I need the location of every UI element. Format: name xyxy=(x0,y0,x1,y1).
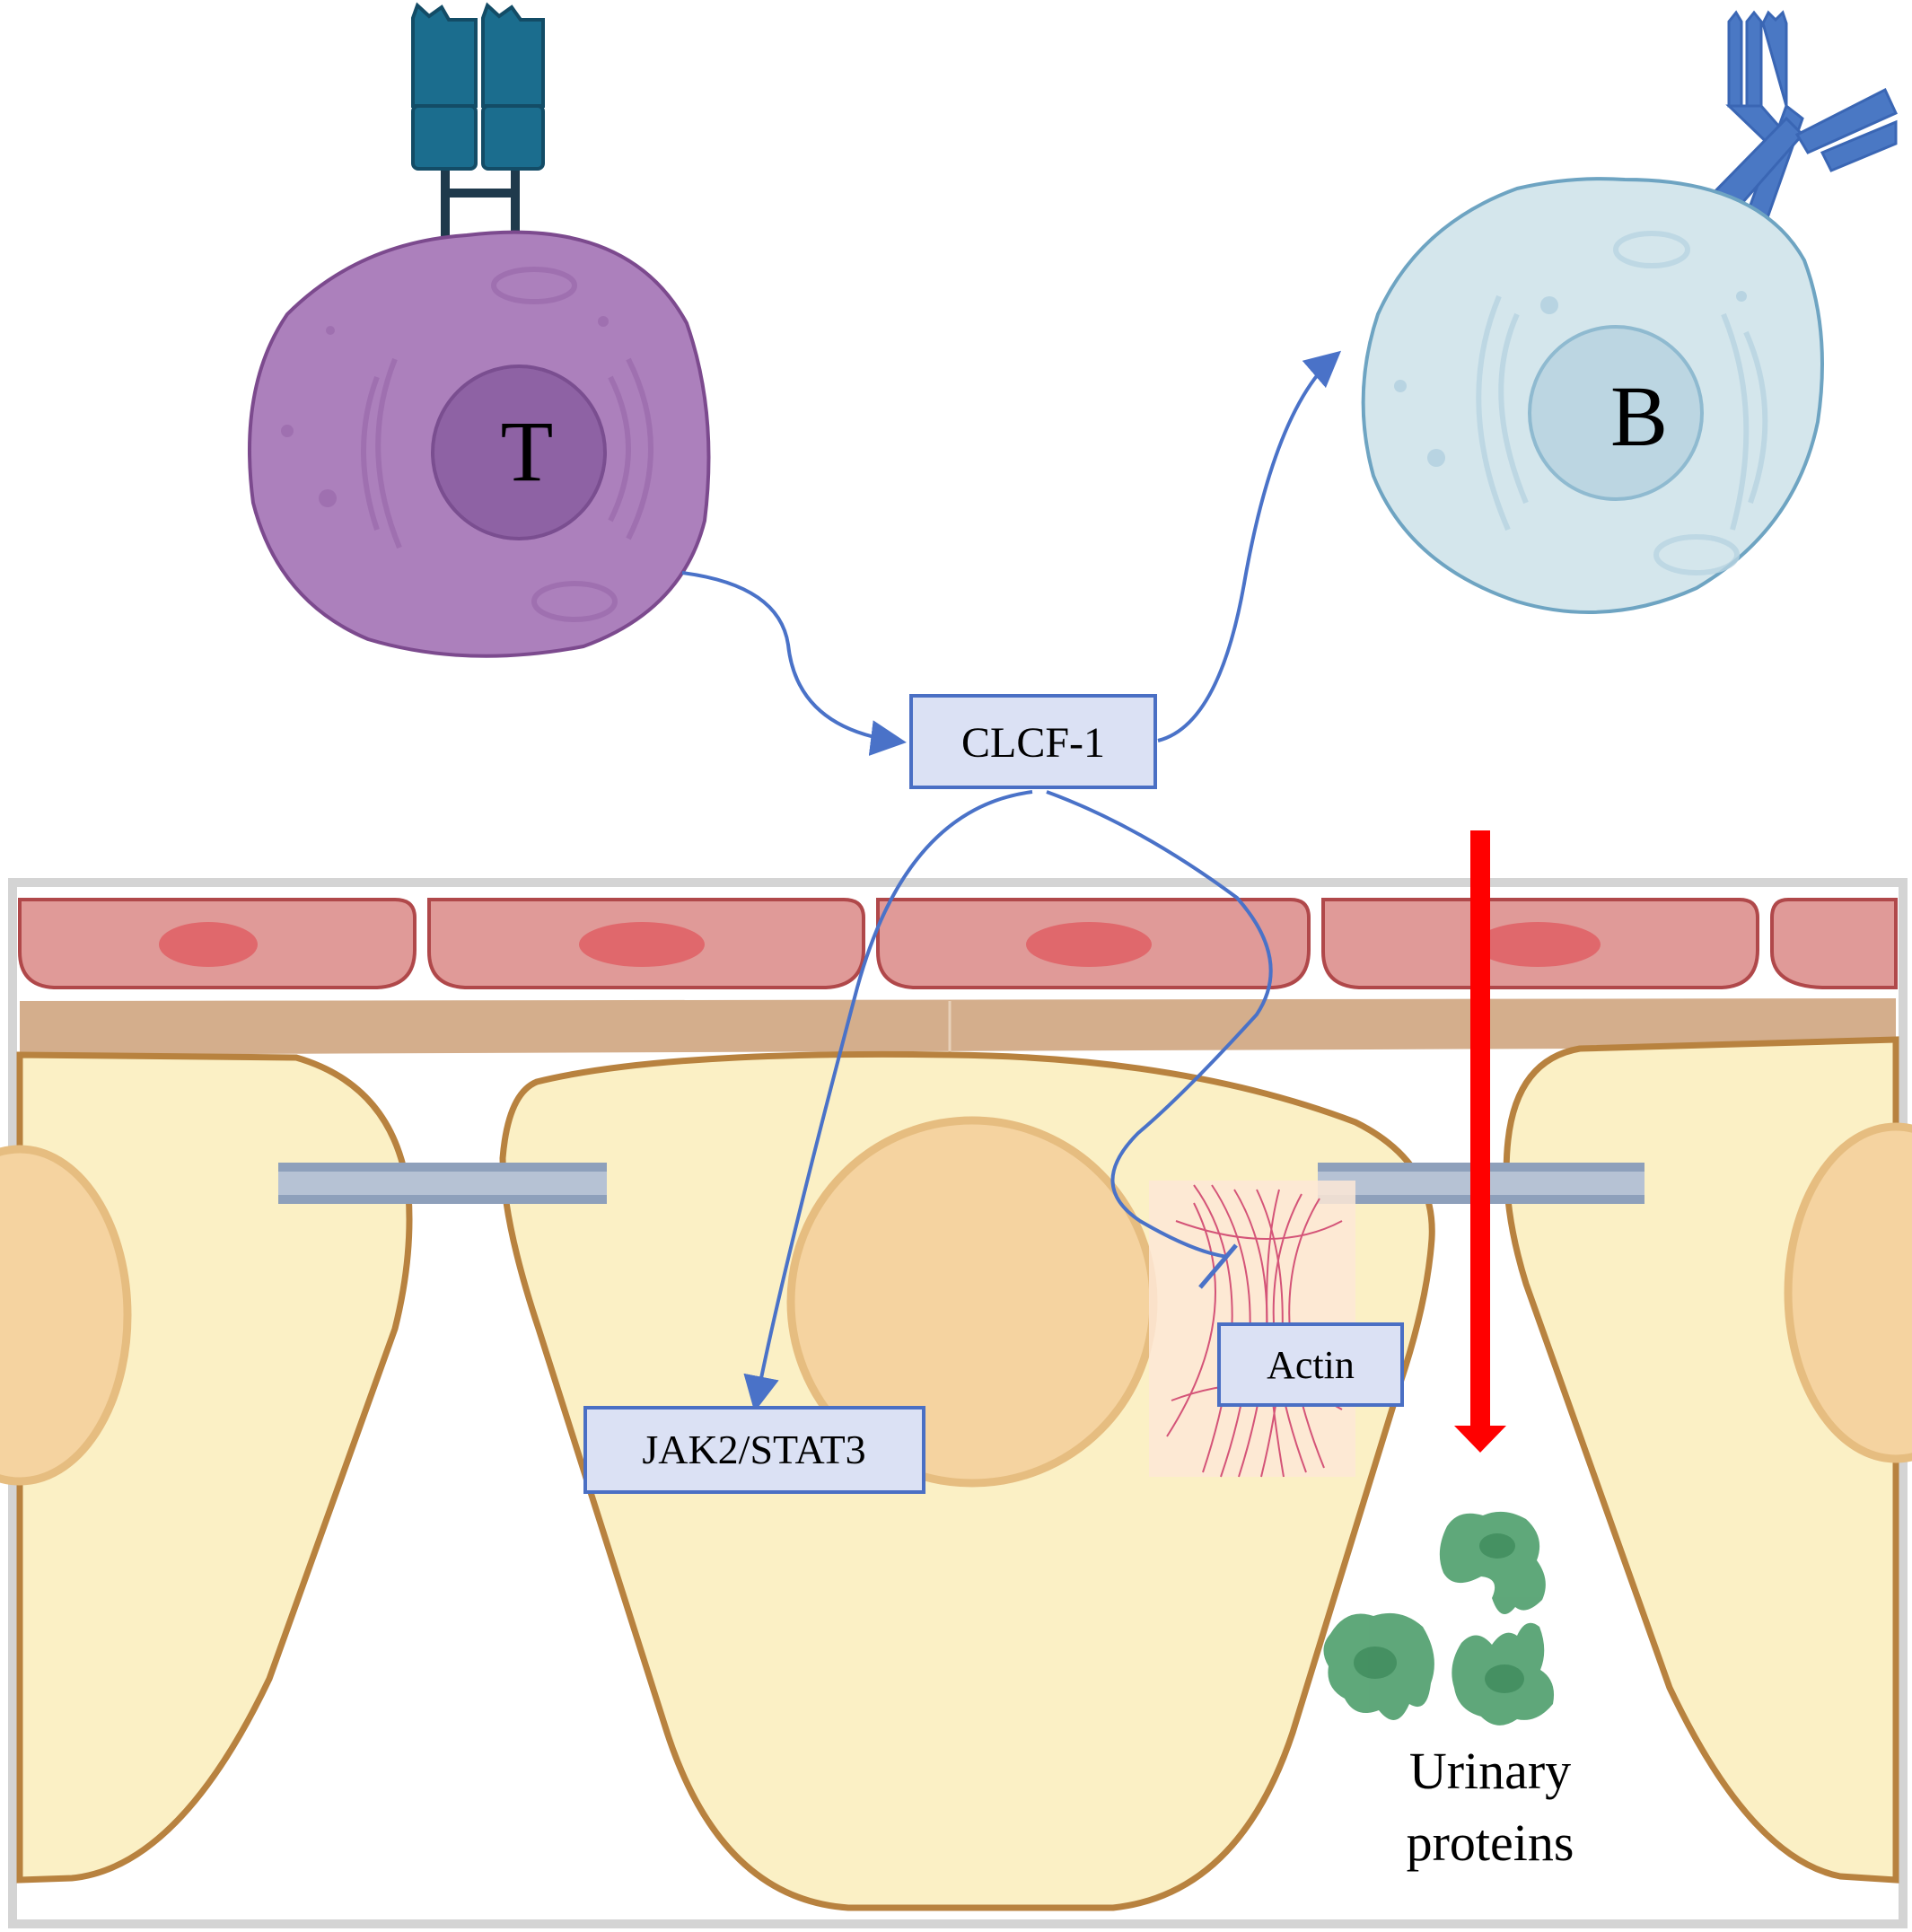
urinary-protein-aggregates xyxy=(1323,1511,1555,1726)
t-cell: T xyxy=(248,2,711,658)
protein-leak-arrow xyxy=(1454,830,1506,1453)
urinary-proteins-line2: proteins xyxy=(1407,1813,1574,1872)
clcf1-to-jak2-stat3-arrow xyxy=(743,790,1033,1412)
b-cell: B xyxy=(1361,10,1898,614)
endothelial-cell-layer xyxy=(18,898,1898,989)
jak2-stat3-node: JAK2/STAT3 xyxy=(583,1406,925,1494)
t-cell-to-clcf1-arrow xyxy=(681,571,907,756)
t-cell-label: T xyxy=(501,403,554,499)
actin-node: Actin xyxy=(1217,1322,1404,1407)
clcf1-node: CLCF-1 xyxy=(909,694,1157,789)
t-cell-receptor-icon xyxy=(411,2,545,268)
b-cell-label: B xyxy=(1610,368,1668,464)
basement-membrane xyxy=(20,998,1896,1055)
clcf1-to-b-cell-arrow xyxy=(1157,350,1342,742)
urinary-proteins-line1: Urinary xyxy=(1409,1742,1571,1800)
glomerular-filtration-barrier xyxy=(0,830,1912,1928)
signaling-arrows xyxy=(681,350,1342,1412)
jak2-stat3-label: JAK2/STAT3 xyxy=(642,1427,865,1472)
actin-label: Actin xyxy=(1267,1343,1355,1387)
clcf1-inhibits-actin-line xyxy=(1046,790,1273,1259)
inhibition-bar xyxy=(1198,1243,1238,1289)
clcf1-label: CLCF-1 xyxy=(961,719,1105,767)
